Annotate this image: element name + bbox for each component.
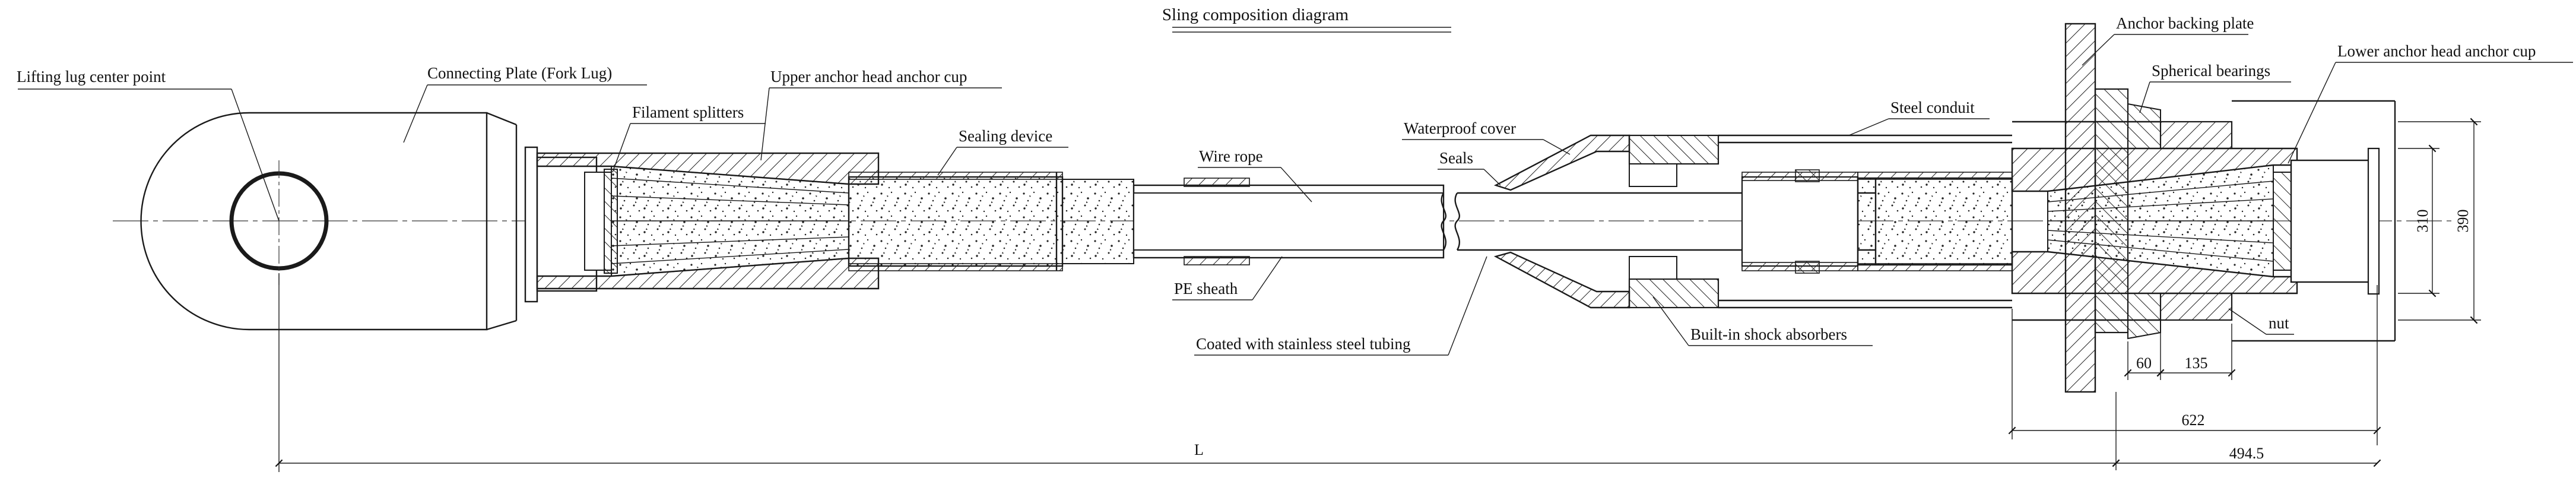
connecting-plate-label: Connecting Plate (Fork Lug) (427, 64, 612, 82)
label-sealing-device: Sealing device (937, 127, 1068, 176)
seals-label: Seals (1439, 149, 1473, 167)
nut-label: nut (2269, 314, 2289, 332)
label-lifting-lug: Lifting lug center point (17, 68, 280, 221)
anchor-backing-plate-label: Anchor backing plate (2116, 14, 2254, 32)
label-upper-anchor-cup: Upper anchor head anchor cup (760, 68, 1002, 161)
label-shock-absorbers: Built-in shock absorbers (1652, 296, 1873, 346)
waterproof-cover-label: Waterproof cover (1404, 119, 1516, 137)
lifting-lug (140, 112, 518, 331)
upper-anchor-cup-label: Upper anchor head anchor cup (770, 68, 967, 86)
label-connecting-plate: Connecting Plate (Fork Lug) (403, 64, 647, 143)
sealing-device (848, 172, 1134, 271)
filament-splitters-label: Filament splitters (632, 103, 744, 121)
label-anchor-backing-plate: Anchor backing plate (2082, 14, 2254, 66)
dim-60-135: 60 135 (2124, 324, 2236, 380)
diagram-title: Sling composition diagram (1162, 5, 1451, 33)
sealing-device-label: Sealing device (959, 127, 1052, 145)
dim-622: 622 (2008, 285, 2381, 445)
wire-rope-left (1132, 178, 1447, 265)
coated-tubing-label: Coated with stainless steel tubing (1196, 335, 1410, 353)
steel-conduit (1718, 134, 2012, 309)
shock-absorbers-label: Built-in shock absorbers (1690, 325, 1847, 343)
filament-splitter (604, 169, 618, 274)
anchor-backing-plate (2064, 23, 2129, 393)
pe-sheath-label: PE sheath (1174, 280, 1238, 297)
dim-60-text: 60 (2136, 354, 2152, 372)
spherical-bearings-label: Spherical bearings (2152, 62, 2270, 80)
wire-rope-label: Wire rope (1199, 147, 1263, 165)
label-nut: nut (2228, 308, 2294, 335)
label-waterproof-cover: Waterproof cover (1402, 119, 1571, 155)
spherical-bearing (2127, 103, 2161, 340)
lower-anchor-cup-label: Lower anchor head anchor cup (2337, 42, 2536, 60)
label-coated-tubing: Coated with stainless steel tubing (1194, 256, 1487, 356)
dim-494: 494.5 (2112, 392, 2381, 470)
shock-absorber (1741, 169, 1859, 274)
dim-L: L (275, 273, 2120, 472)
dim-622-text: 622 (2182, 411, 2205, 429)
lifting-lug-label: Lifting lug center point (17, 68, 166, 86)
label-seals: Seals (1438, 149, 1501, 186)
dim-310: 310 (2398, 144, 2439, 297)
label-spherical-bearings: Spherical bearings (2139, 62, 2291, 113)
waterproof-cover (1493, 134, 1720, 309)
dim-390: 390 (2398, 118, 2481, 324)
steel-conduit-label: Steel conduit (1890, 99, 1975, 116)
label-pe-sheath: PE sheath (1172, 256, 1283, 300)
dim-494-text: 494.5 (2229, 445, 2264, 462)
lower-anchor-tube (1857, 172, 2013, 271)
label-steel-conduit: Steel conduit (1848, 99, 1990, 136)
dim-135-text: 135 (2185, 354, 2208, 372)
title-text: Sling composition diagram (1162, 5, 1349, 24)
dim-L-text: L (1194, 441, 1204, 458)
dim-390-text: 390 (2454, 210, 2472, 233)
label-lower-anchor-cup: Lower anchor head anchor cup (2288, 42, 2573, 164)
label-wire-rope: Wire rope (1198, 147, 1312, 202)
label-filament-splitters: Filament splitters (612, 103, 766, 173)
dim-310-text: 310 (2414, 210, 2431, 233)
connecting-plate-flange (524, 146, 612, 303)
